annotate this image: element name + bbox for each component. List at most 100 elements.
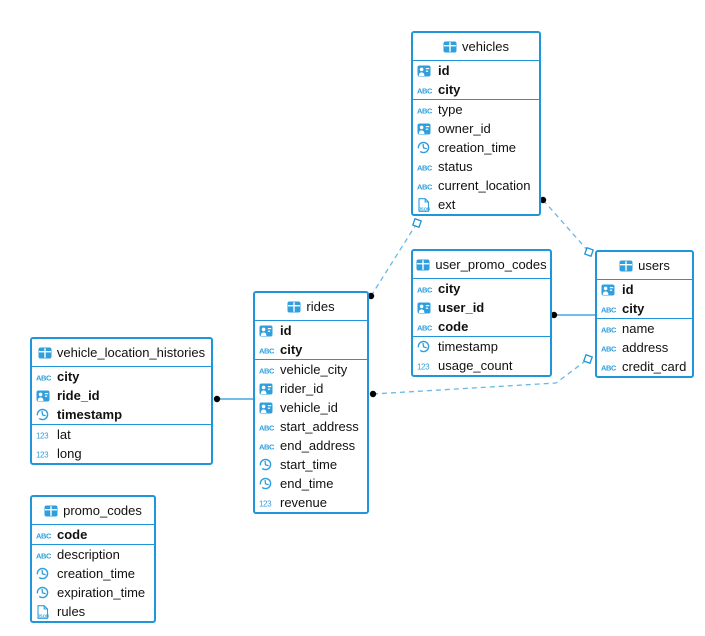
column-label: timestamp [438, 338, 498, 354]
column-label: city [438, 81, 461, 97]
uuid-type-icon [259, 382, 276, 396]
table-header[interactable]: users [597, 252, 692, 280]
column-creation_time[interactable]: creation_time [32, 564, 154, 583]
column-timestamp[interactable]: timestamp [32, 405, 211, 424]
string-type-icon: ABC [417, 320, 434, 334]
string-type-icon: ABC [601, 322, 618, 336]
table-header[interactable]: user_promo_codes [413, 251, 550, 279]
column-label: ext [438, 196, 456, 212]
column-label: end_address [280, 437, 356, 453]
table-header[interactable]: rides [255, 293, 367, 321]
svg-text:ABC: ABC [601, 363, 617, 372]
column-label: ride_id [57, 387, 100, 403]
table-header[interactable]: vehicles [413, 33, 539, 61]
column-owner_id[interactable]: owner_id [413, 119, 539, 138]
svg-text:ABC: ABC [417, 285, 433, 294]
column-label: city [438, 280, 461, 296]
string-type-icon: ABC [417, 179, 434, 193]
timestamp-type-icon [36, 586, 53, 600]
column-creation_time[interactable]: creation_time [413, 138, 539, 157]
uuid-type-icon [259, 401, 276, 415]
svg-text:ABC: ABC [259, 366, 275, 375]
table-header[interactable]: vehicle_location_histories [32, 339, 211, 367]
column-vehicle_city[interactable]: ABC vehicle_city [255, 360, 367, 379]
column-user_id[interactable]: user_id [413, 298, 550, 317]
column-id[interactable]: id [255, 321, 367, 340]
column-start_time[interactable]: start_time [255, 455, 367, 474]
column-ride_id[interactable]: ride_id [32, 386, 211, 405]
svg-text:ABC: ABC [259, 442, 275, 451]
column-id[interactable]: id [413, 61, 539, 80]
column-name[interactable]: ABC name [597, 319, 692, 338]
column-end_address[interactable]: ABC end_address [255, 436, 367, 455]
column-id[interactable]: id [597, 280, 692, 299]
string-type-icon: ABC [601, 341, 618, 355]
column-city[interactable]: ABC city [413, 279, 550, 298]
svg-text:ABC: ABC [36, 551, 52, 560]
column-label: description [57, 546, 120, 562]
column-city[interactable]: ABC city [413, 80, 539, 99]
table-icon [443, 40, 457, 54]
json-type-icon: JSON [36, 604, 53, 619]
svg-text:ABC: ABC [417, 86, 433, 95]
svg-text:123: 123 [36, 431, 49, 440]
table-icon [287, 300, 301, 314]
string-type-icon: ABC [36, 528, 53, 542]
column-label: vehicle_city [280, 361, 348, 377]
column-label: city [57, 368, 80, 384]
svg-text:123: 123 [417, 362, 430, 371]
column-rider_id[interactable]: rider_id [255, 379, 367, 398]
column-timestamp[interactable]: timestamp [413, 337, 550, 356]
column-label: name [622, 320, 655, 336]
timestamp-type-icon [417, 340, 434, 354]
svg-text:ABC: ABC [601, 344, 617, 353]
number-type-icon: 123 [36, 428, 53, 442]
column-expiration_time[interactable]: expiration_time [32, 583, 154, 602]
string-type-icon: ABC [36, 548, 53, 562]
uuid-type-icon [417, 301, 434, 315]
table-icon [38, 346, 52, 360]
string-type-icon: ABC [601, 360, 618, 374]
string-type-icon: ABC [259, 439, 276, 453]
svg-text:123: 123 [36, 450, 49, 459]
column-city[interactable]: ABC city [32, 367, 211, 386]
number-type-icon: 123 [417, 359, 434, 373]
timestamp-type-icon [417, 141, 434, 155]
column-end_time[interactable]: end_time [255, 474, 367, 493]
column-vehicle_id[interactable]: vehicle_id [255, 398, 367, 417]
primary-key-section: ABC city ride_id timestamp [32, 367, 211, 424]
uuid-type-icon [601, 283, 618, 297]
table-icon [416, 258, 430, 272]
column-description[interactable]: ABC description [32, 545, 154, 564]
string-type-icon: ABC [36, 370, 53, 384]
table-icon [44, 504, 58, 518]
column-label: city [622, 300, 645, 316]
table-header[interactable]: promo_codes [32, 497, 154, 525]
